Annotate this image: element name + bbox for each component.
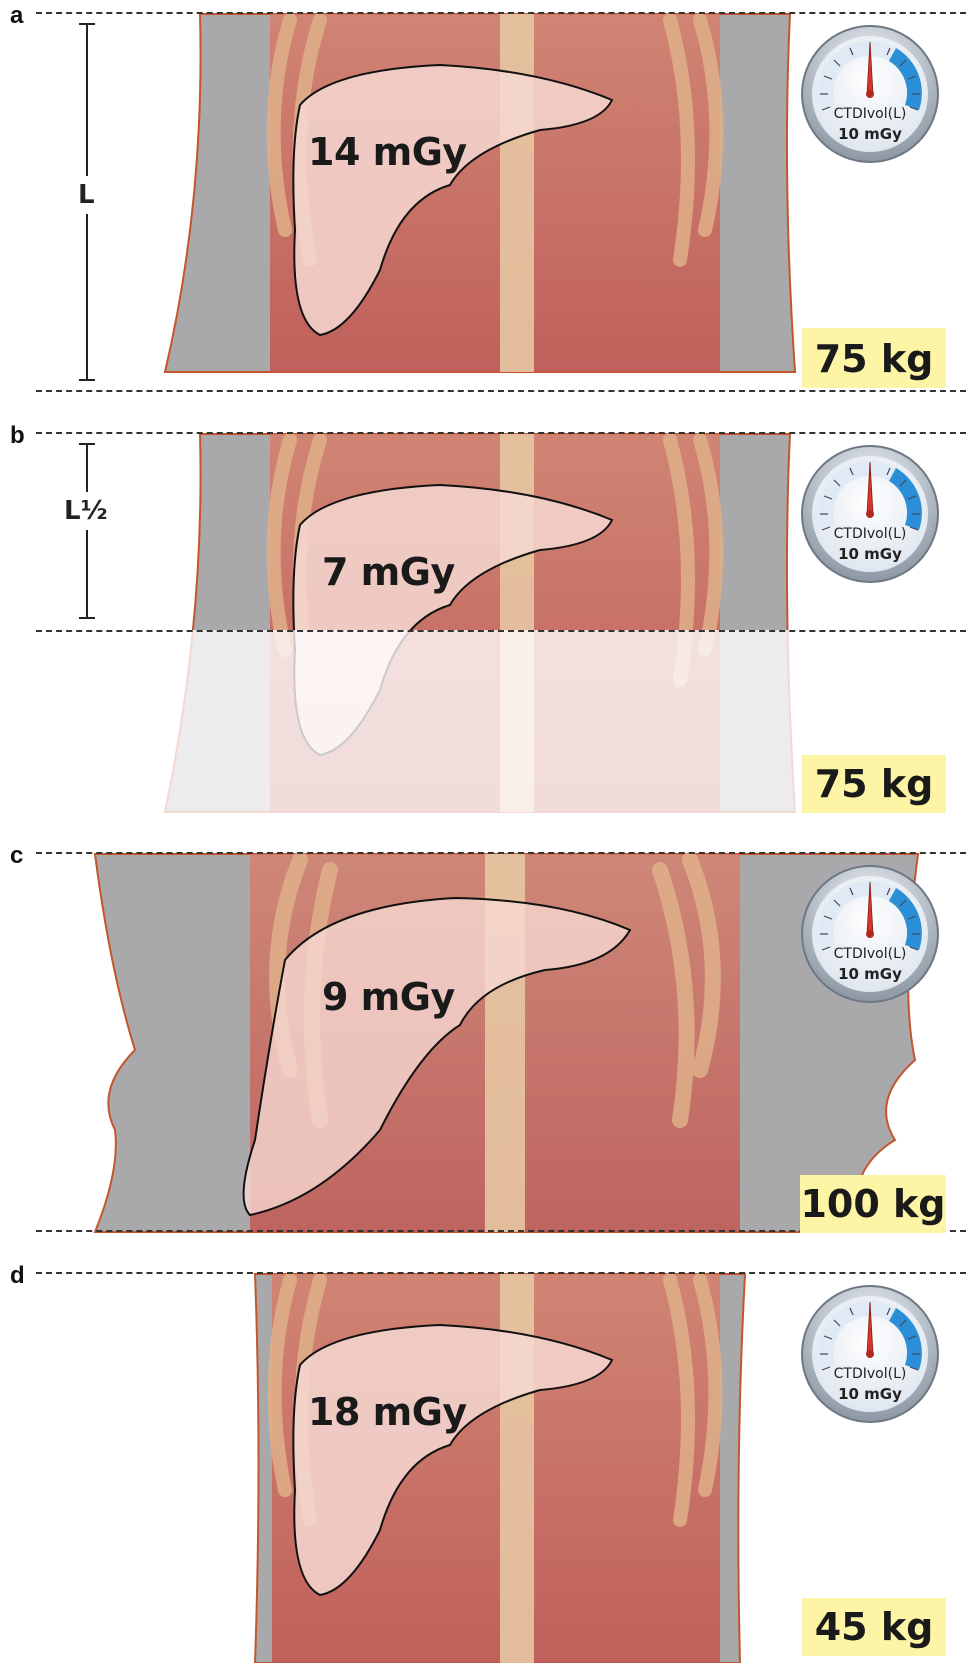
organ-dose-label: 18 mGy xyxy=(308,1390,467,1434)
ruler-label: L½ xyxy=(62,492,109,530)
ctdi-gauge: CTDIvol(L) 10 mGy xyxy=(800,24,940,164)
gauge-label: CTDIvol(L) xyxy=(800,106,940,122)
scan-boundary-bottom xyxy=(36,390,966,392)
patient-weight-badge: 75 kg xyxy=(802,755,946,813)
panel-letter: a xyxy=(10,2,23,30)
gauge-label: CTDIvol(L) xyxy=(800,946,940,962)
panel-letter: d xyxy=(10,1262,25,1290)
ruler-label: L xyxy=(76,176,97,214)
organ-dose-label: 14 mGy xyxy=(308,130,467,174)
patient-weight-badge: 75 kg xyxy=(802,330,946,388)
panel-letter: b xyxy=(10,422,25,450)
scan-boundary-top xyxy=(36,432,966,434)
scan-boundary-top xyxy=(36,12,966,14)
gauge-dial-icon xyxy=(800,444,940,584)
ctdi-gauge: CTDIvol(L) 10 mGy xyxy=(800,1284,940,1424)
scan-boundary-top xyxy=(36,1272,966,1274)
patient-weight-badge: 100 kg xyxy=(800,1175,946,1233)
gauge-dial-icon xyxy=(800,24,940,164)
gauge-label: CTDIvol(L) xyxy=(800,1366,940,1382)
panel-b: b L½ 7 mGy 75 kg CTDIvol(L) 10 mGy xyxy=(0,420,971,820)
gauge-dial-icon xyxy=(800,1284,940,1424)
gauge-value: 10 mGy xyxy=(800,965,940,983)
half-length-ruler xyxy=(75,442,99,622)
scan-boundary-half xyxy=(36,630,966,632)
panel-a: a L 14 mGy 75 kg CTDIvol(L) 10 mGy xyxy=(0,0,971,380)
spine xyxy=(500,14,534,372)
gauge-label: CTDIvol(L) xyxy=(800,526,940,542)
ctdi-gauge: CTDIvol(L) 10 mGy xyxy=(800,864,940,1004)
panel-c: c 9 mGy 100 kg CTDIvol(L) 10 mGy xyxy=(0,840,971,1240)
gauge-value: 10 mGy xyxy=(800,545,940,563)
ctdi-gauge: CTDIvol(L) 10 mGy xyxy=(800,444,940,584)
unscanned-region-fade xyxy=(160,630,800,820)
organ-dose-label: 7 mGy xyxy=(322,550,455,594)
panel-letter: c xyxy=(10,842,23,870)
organ-dose-label: 9 mGy xyxy=(322,975,455,1019)
gauge-value: 10 mGy xyxy=(800,125,940,143)
patient-weight-badge: 45 kg xyxy=(802,1598,946,1656)
gauge-dial-icon xyxy=(800,864,940,1004)
gauge-value: 10 mGy xyxy=(800,1385,940,1403)
scan-boundary-top xyxy=(36,852,966,854)
panel-d: d 18 mGy 45 kg CTDIvol(L) 10 mGy xyxy=(0,1260,971,1663)
